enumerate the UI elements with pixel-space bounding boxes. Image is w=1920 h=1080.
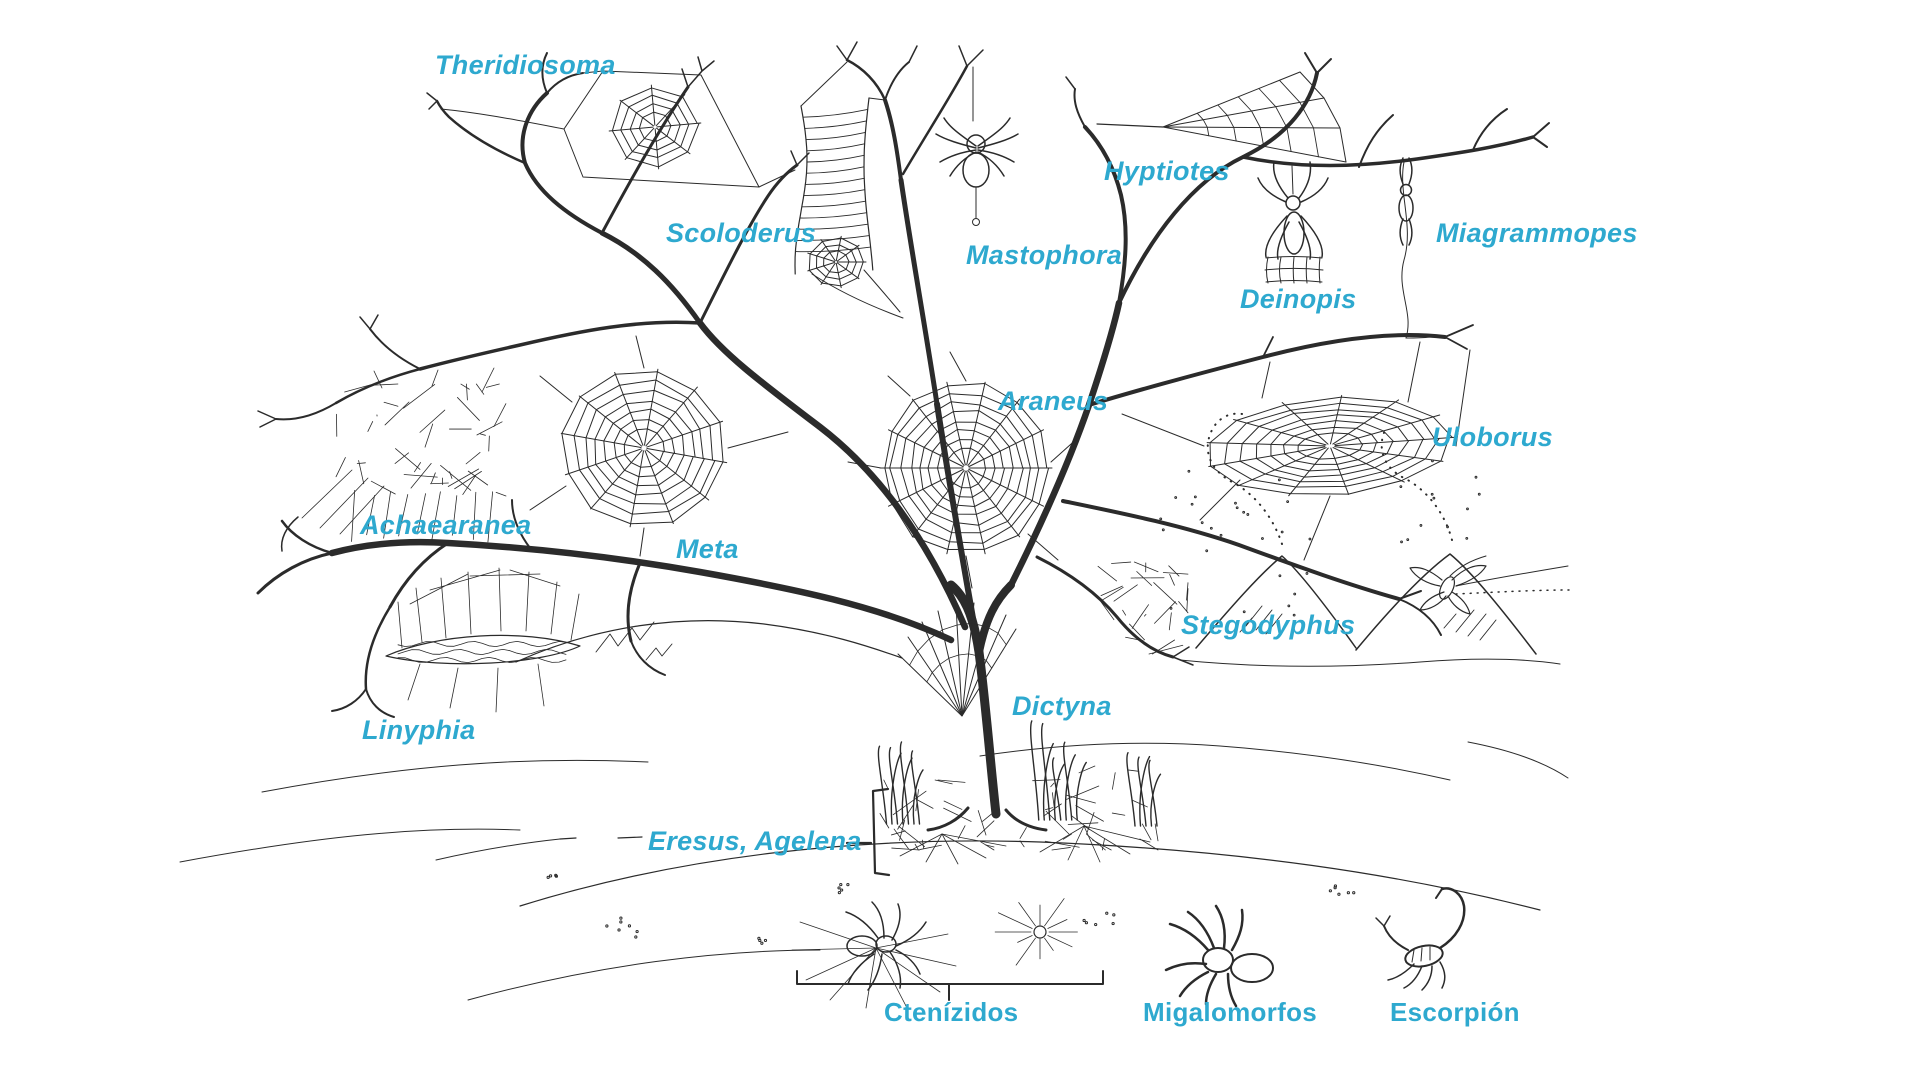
background-hills bbox=[179, 412, 1569, 1001]
ground-pebbles bbox=[546, 873, 1356, 945]
label-escorpion: Escorpión bbox=[1390, 997, 1520, 1027]
hyptiotes-triangle-web bbox=[1096, 71, 1347, 163]
label-eresus_agelena: Eresus, Agelena bbox=[648, 826, 862, 856]
label-araneus: Araneus bbox=[998, 386, 1109, 416]
eresus-agelena-bracket bbox=[845, 787, 891, 877]
label-scoloderus: Scoloderus bbox=[666, 218, 817, 248]
volcano-left bbox=[1195, 412, 1357, 649]
label-migalomorfos: Migalomorfos bbox=[1143, 997, 1318, 1027]
label-ctenizidos: Ctenízidos bbox=[884, 997, 1019, 1027]
label-uloborus: Uloborus bbox=[1432, 422, 1553, 452]
grass-tufts bbox=[877, 720, 1162, 827]
dictyna-fan-web bbox=[897, 602, 1017, 717]
label-hyptiotes: Hyptiotes bbox=[1104, 156, 1230, 186]
label-meta: Meta bbox=[676, 534, 739, 564]
deinopis-spider bbox=[1257, 161, 1329, 284]
meta-orb-web bbox=[529, 335, 789, 557]
uloborus-horizontal-orb-web bbox=[1121, 341, 1471, 561]
stegodyphus-mesh-web bbox=[1097, 561, 1189, 655]
smoke-dots bbox=[1159, 459, 1481, 617]
escorpion bbox=[1375, 887, 1466, 991]
tree-branches bbox=[256, 41, 1550, 832]
label-theridiosoma: Theridiosoma bbox=[435, 50, 616, 80]
migalomorfos-spider bbox=[1164, 904, 1274, 1008]
theridiosoma-web bbox=[440, 70, 796, 188]
label-miagrammopes: Miagrammopes bbox=[1436, 218, 1638, 248]
eresus-agelena-funnel-webs bbox=[879, 765, 1159, 865]
label-deinopis: Deinopis bbox=[1240, 284, 1357, 314]
linyphia-hammock-web bbox=[385, 567, 581, 713]
label-mastophora: Mastophora bbox=[966, 240, 1123, 270]
miagrammopes-spider bbox=[1398, 157, 1431, 339]
label-achaearanea: Achaearanea bbox=[360, 510, 532, 540]
scoloderus-ladder-web bbox=[794, 61, 904, 319]
ctenizidos-bracket bbox=[796, 970, 1104, 1001]
ctenizidos-spider bbox=[845, 901, 927, 991]
ctenizidos-trip-lines bbox=[791, 898, 1078, 1009]
label-stegodyphus: Stegodyphus bbox=[1181, 610, 1356, 640]
mastophora-spider bbox=[935, 117, 1019, 226]
label-linyphia: Linyphia bbox=[362, 715, 476, 745]
achaearanea-tangle-web bbox=[301, 367, 507, 543]
volcano-right bbox=[1355, 427, 1537, 655]
flying-insect bbox=[1409, 555, 1573, 615]
araneus-orb-web bbox=[847, 351, 1081, 589]
label-dictyna: Dictyna bbox=[1012, 691, 1112, 721]
trapdoor-burrow-starburst bbox=[1033, 925, 1047, 939]
